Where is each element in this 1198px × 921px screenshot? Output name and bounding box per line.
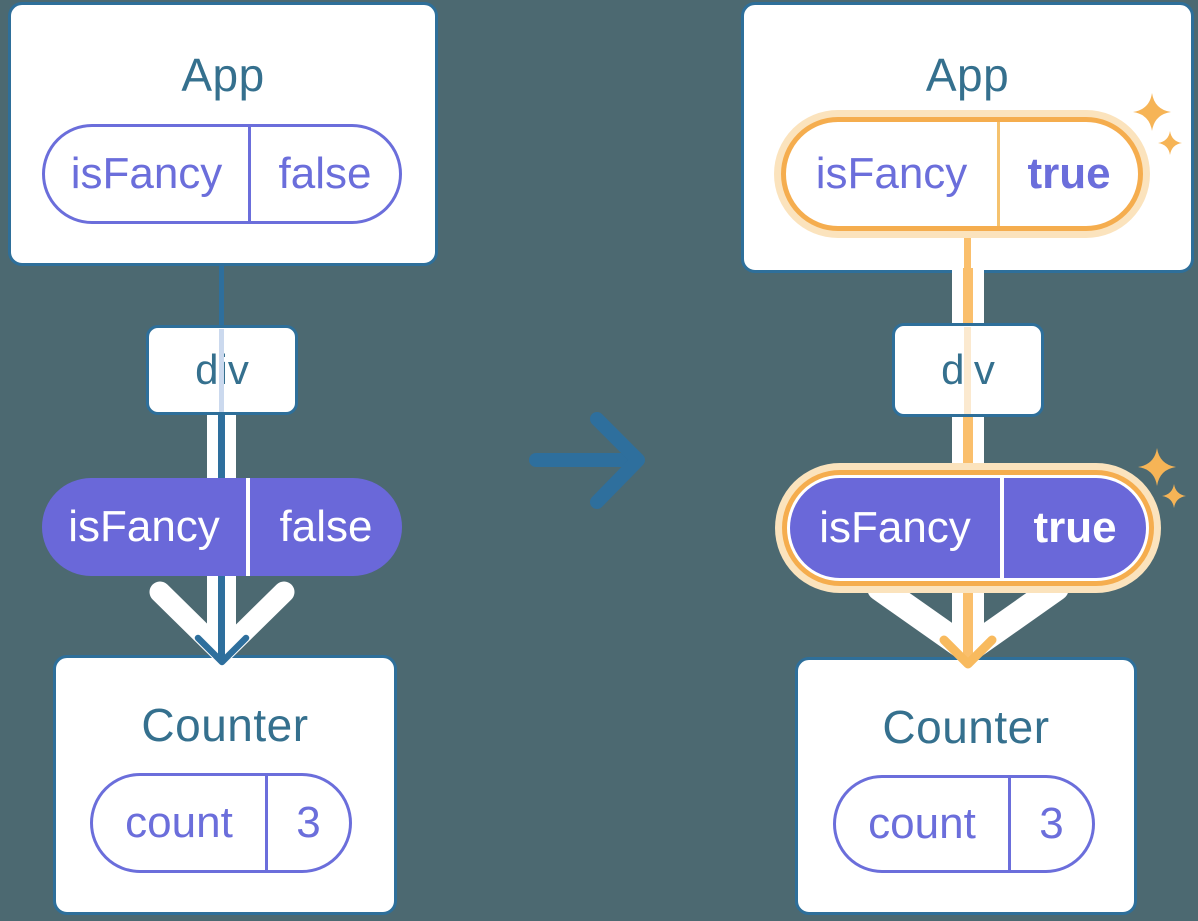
prop-flow-line-right [973,578,984,650]
pill-divider [265,776,268,870]
down-arrow-icon [194,634,250,666]
counter-state-pill-before: count 3 [90,773,352,873]
state-name-label: count [125,798,233,847]
prop-name-label: isFancy [819,503,971,552]
state-value-label: false [278,149,372,198]
state-value-label: 3 [296,798,321,847]
counter-title-after: Counter [882,701,1050,753]
state-name-label: count [868,799,976,848]
prop-flow-line-left [952,417,963,478]
passed-prop-pill-before: isFancy false [42,478,402,576]
passed-prop-pill-after: isFancy true [790,478,1146,578]
prop-flow-line-right [973,417,984,478]
prop-name-label: isFancy [68,502,220,551]
pill-divider [1000,478,1004,578]
prop-value-label: false [279,502,373,551]
pill-divider [248,127,251,221]
sparkle-icon [1158,131,1182,155]
prop-flow-line-left [952,268,963,327]
state-value-label: true [1027,149,1111,198]
connector-line [218,576,225,658]
pill-divider [997,122,1000,226]
prop-flow-line-left [207,415,218,478]
prop-flow-line-right [225,415,236,478]
transition-arrow-icon [529,412,645,509]
connector-line [218,412,225,478]
app-title-after: App [925,49,1010,101]
counter-state-pill-after: count 3 [833,775,1095,873]
sparkle-icon [1138,448,1176,486]
app-title-before: App [181,49,265,101]
sparkle-icon [1162,484,1186,508]
connector-line [963,268,973,327]
state-value-label: 3 [1039,799,1064,848]
prop-flow-line-right [973,268,984,327]
prop-flow-line-right [225,576,236,646]
prop-flow-line-left [952,578,963,650]
prop-value-label: true [1033,503,1117,552]
prop-flow-line-left [207,576,218,646]
down-arrow-icon [939,635,997,669]
pass-through-line [964,327,971,414]
connector-line [963,414,973,478]
state-name-label: isFancy [70,149,223,198]
pill-divider [1008,778,1011,870]
sparkle-icon [1133,93,1171,131]
pass-through-line [219,329,224,412]
connector-line [963,578,973,660]
state-name-label: isFancy [815,149,968,198]
pill-divider [246,478,250,576]
app-state-pill-before: isFancy false [42,124,402,224]
app-state-pill-after: isFancy true [781,117,1143,231]
counter-title-before: Counter [141,699,309,751]
connector-line [219,264,224,330]
